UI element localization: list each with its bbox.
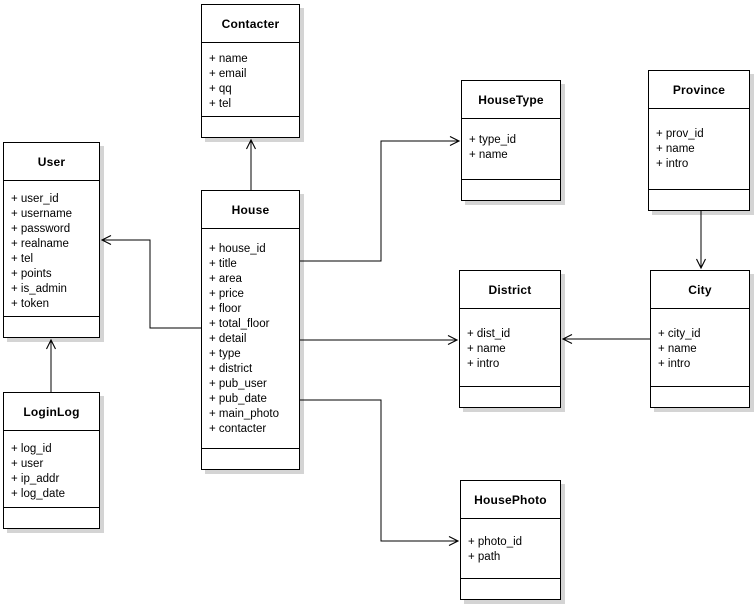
entity-attribute: + name [469, 149, 508, 161]
entity-attribute: + log_id [11, 443, 52, 455]
entity-district[interactable]: District + dist_id + name + intro [459, 270, 561, 408]
entity-empty-compartment [202, 449, 299, 469]
entity-loginlog[interactable]: LoginLog + log_id + user + ip_addr + log_da… [3, 392, 100, 529]
entity-attribute: + area [209, 273, 242, 285]
entity-attribute: + is_admin [11, 283, 67, 295]
entity-province[interactable]: Province + prov_id + name + intro [648, 70, 750, 211]
entity-title: HouseType [462, 81, 560, 119]
entity-attribute: + password [11, 223, 71, 235]
entity-attributes: + prov_id + name + intro [649, 109, 749, 190]
entity-title: User [4, 143, 99, 181]
entity-attribute: + dist_id [467, 328, 511, 340]
entity-attribute: + user [11, 458, 44, 470]
entity-attribute: + name [467, 343, 506, 355]
entity-attribute: + title [209, 258, 237, 270]
entity-attribute: + ip_addr [11, 473, 60, 485]
entity-attributes: + type_id + name [462, 119, 560, 180]
entity-attribute: + price [209, 288, 244, 300]
entity-house[interactable]: House + house_id + title + area + price + fl… [201, 190, 300, 470]
entity-title: Province [649, 71, 749, 109]
entity-attribute: + realname [11, 238, 69, 250]
entity-attributes: + city_id + name + intro [651, 309, 749, 387]
entity-attribute: + tel [11, 253, 34, 265]
entity-attribute: + intro [656, 158, 689, 170]
entity-housetype[interactable]: HouseType + type_id + name [461, 80, 561, 201]
entity-attributes: + dist_id + name + intro [460, 309, 560, 387]
entity-attribute: + pub_user [209, 378, 267, 390]
entity-housephoto[interactable]: HousePhoto + photo_id + path [460, 480, 561, 600]
entity-title: House [202, 191, 299, 229]
entity-attribute: + type_id [469, 134, 516, 146]
entity-attribute: + email [209, 68, 247, 80]
entity-title: Contacter [202, 5, 299, 43]
entity-attribute: + points [11, 268, 52, 280]
entity-empty-compartment [651, 387, 749, 407]
entity-title: LoginLog [4, 393, 99, 431]
entity-attribute: + name [658, 343, 697, 355]
entity-attribute: + name [209, 53, 248, 65]
entity-attribute: + intro [467, 358, 500, 370]
entity-attribute: + username [11, 208, 73, 220]
entity-attribute: + user_id [11, 193, 59, 205]
entity-attribute: + log_date [11, 488, 66, 500]
entity-empty-compartment [649, 190, 749, 210]
entity-attribute: + total_floor [209, 318, 270, 330]
entity-attribute: + pub_date [209, 393, 267, 405]
entity-attribute: + tel [209, 98, 232, 110]
entity-attribute: + floor [209, 303, 242, 315]
entity-attribute: + path [468, 551, 501, 563]
entity-empty-compartment [202, 117, 299, 137]
entity-attributes: + name + email + qq + tel [202, 43, 299, 117]
entity-attribute: + district [209, 363, 253, 375]
entity-attribute: + token [11, 298, 50, 310]
entity-attribute: + name [656, 143, 695, 155]
entity-user[interactable]: User + user_id + username + password + real… [3, 142, 100, 338]
entity-title: HousePhoto [461, 481, 560, 519]
entity-attribute: + intro [658, 358, 691, 370]
entity-empty-compartment [4, 317, 99, 337]
entity-attribute: + qq [209, 83, 232, 95]
entity-attributes: + log_id + user + ip_addr + log_date [4, 431, 99, 508]
entity-attribute: + detail [209, 333, 247, 345]
entity-attribute: + city_id [658, 328, 701, 340]
entity-attributes: + house_id + title + area + price + floor + t… [202, 229, 299, 449]
entity-empty-compartment [461, 579, 560, 599]
entity-empty-compartment [462, 180, 560, 200]
entity-title: City [651, 271, 749, 309]
entity-title: District [460, 271, 560, 309]
entity-empty-compartment [4, 508, 99, 528]
entity-empty-compartment [460, 387, 560, 407]
entity-attributes: + user_id + username + password + realname +… [4, 181, 99, 317]
entity-attribute: + type [209, 348, 241, 360]
entity-attributes: + photo_id + path [461, 519, 560, 579]
entity-attribute: + prov_id [656, 128, 704, 140]
entity-attribute: + main_photo [209, 408, 280, 420]
entity-attribute: + contacter [209, 423, 267, 435]
entity-attribute: + photo_id [468, 536, 523, 548]
entity-contacter[interactable]: Contacter + name + email + qq + tel [201, 4, 300, 138]
entity-attribute: + house_id [209, 243, 266, 255]
entity-city[interactable]: City + city_id + name + intro [650, 270, 750, 408]
